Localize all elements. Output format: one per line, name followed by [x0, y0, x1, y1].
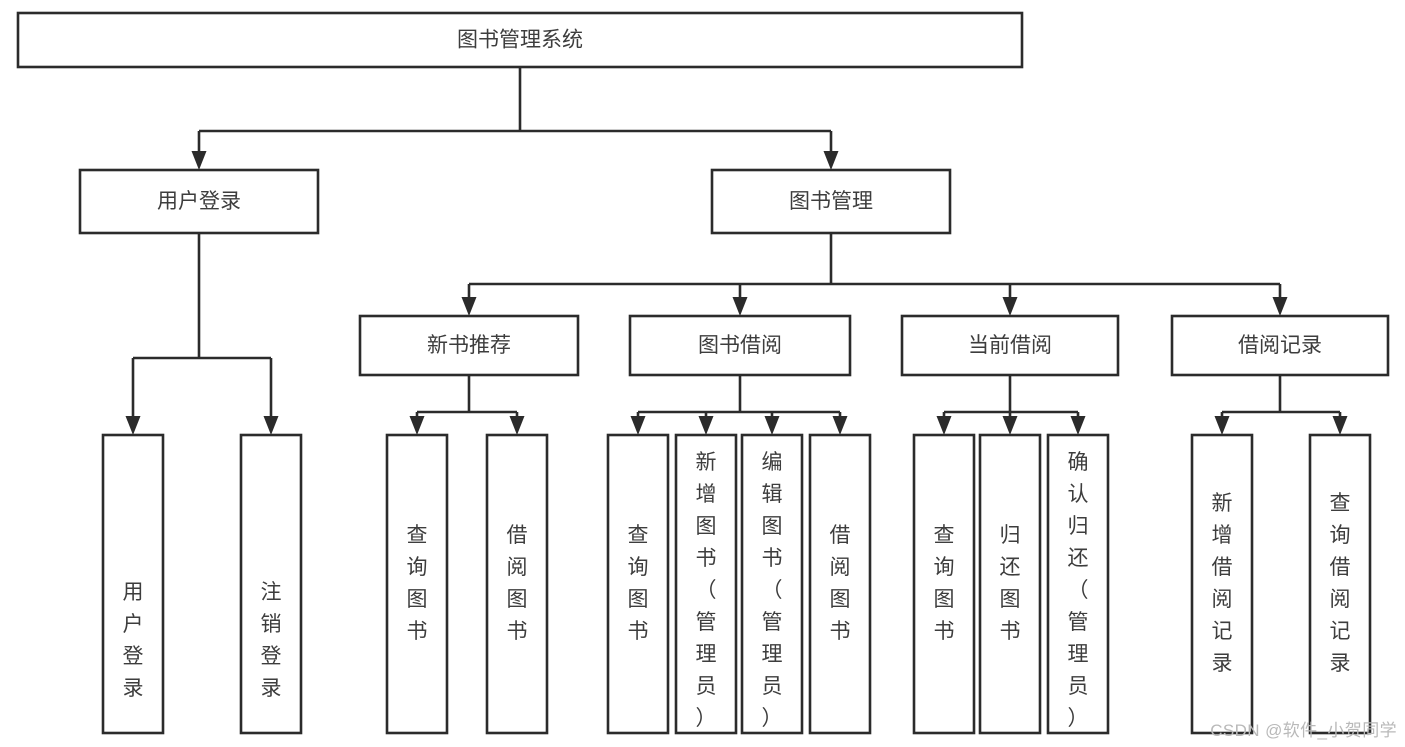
- node-leaf-return-book[interactable]: 归还图书: [978, 433, 1042, 735]
- node-label: 查询图书: [407, 524, 428, 643]
- node-book-borrow[interactable]: 图书借阅: [628, 314, 852, 377]
- node-leaf-query-book-1[interactable]: 查询图书: [385, 433, 449, 735]
- node-label: 新增借阅记录: [1212, 492, 1233, 675]
- node-label: 查询图书: [934, 524, 955, 643]
- node-label: 注销登录: [261, 581, 282, 700]
- watermark-label: CSDN @软件_小贺同学: [1210, 721, 1397, 740]
- node-label: 当前借阅: [968, 334, 1052, 357]
- node-label: 归还图书: [1000, 524, 1021, 643]
- connector-layer: [125, 67, 1348, 435]
- node-leaf-borrow-book-2[interactable]: 借阅图书: [808, 433, 872, 735]
- node-label: 借阅记录: [1238, 334, 1322, 357]
- node-leaf-confirm-return[interactable]: 确认归还（管理员）: [1046, 433, 1110, 735]
- node-borrow-record[interactable]: 借阅记录: [1170, 314, 1390, 377]
- node-label: 借阅图书: [830, 524, 851, 643]
- node-root[interactable]: 图书管理系统: [16, 11, 1024, 69]
- node-leaf-user-logout[interactable]: 注销登录: [239, 433, 303, 735]
- node-current-borrow[interactable]: 当前借阅: [900, 314, 1120, 377]
- node-label: 图书借阅: [698, 334, 782, 357]
- node-label: 查询图书: [628, 524, 649, 643]
- node-new-book-rec[interactable]: 新书推荐: [358, 314, 580, 377]
- node-leaf-edit-book[interactable]: 编辑图书（管理员）: [740, 433, 804, 735]
- node-label: 用户登录: [157, 190, 241, 213]
- node-label: 用户登录: [123, 581, 144, 700]
- node-label: 新书推荐: [427, 334, 511, 357]
- node-leaf-query-record[interactable]: 查询借阅记录: [1308, 433, 1372, 735]
- node-label: 编辑图书（管理员）: [762, 451, 783, 730]
- node-label: 图书管理系统: [457, 29, 583, 52]
- node-leaf-add-record[interactable]: 新增借阅记录: [1190, 433, 1254, 735]
- node-label: 图书管理: [789, 190, 873, 213]
- node-layer: 图书管理系统用户登录图书管理新书推荐图书借阅当前借阅借阅记录用户登录注销登录查询…: [16, 11, 1390, 735]
- node-leaf-add-book[interactable]: 新增图书（管理员）: [674, 433, 738, 735]
- node-leaf-query-book-3[interactable]: 查询图书: [912, 433, 976, 735]
- node-label: 借阅图书: [507, 524, 528, 643]
- node-user-login[interactable]: 用户登录: [78, 168, 320, 235]
- node-leaf-query-book-2[interactable]: 查询图书: [606, 433, 670, 735]
- node-book-manage[interactable]: 图书管理: [710, 168, 952, 235]
- node-label: 新增图书（管理员）: [696, 451, 717, 730]
- node-label: 确认归还（管理员）: [1068, 451, 1089, 730]
- node-label: 查询借阅记录: [1330, 492, 1351, 675]
- node-leaf-user-login[interactable]: 用户登录: [101, 433, 165, 735]
- node-leaf-borrow-book-1[interactable]: 借阅图书: [485, 433, 549, 735]
